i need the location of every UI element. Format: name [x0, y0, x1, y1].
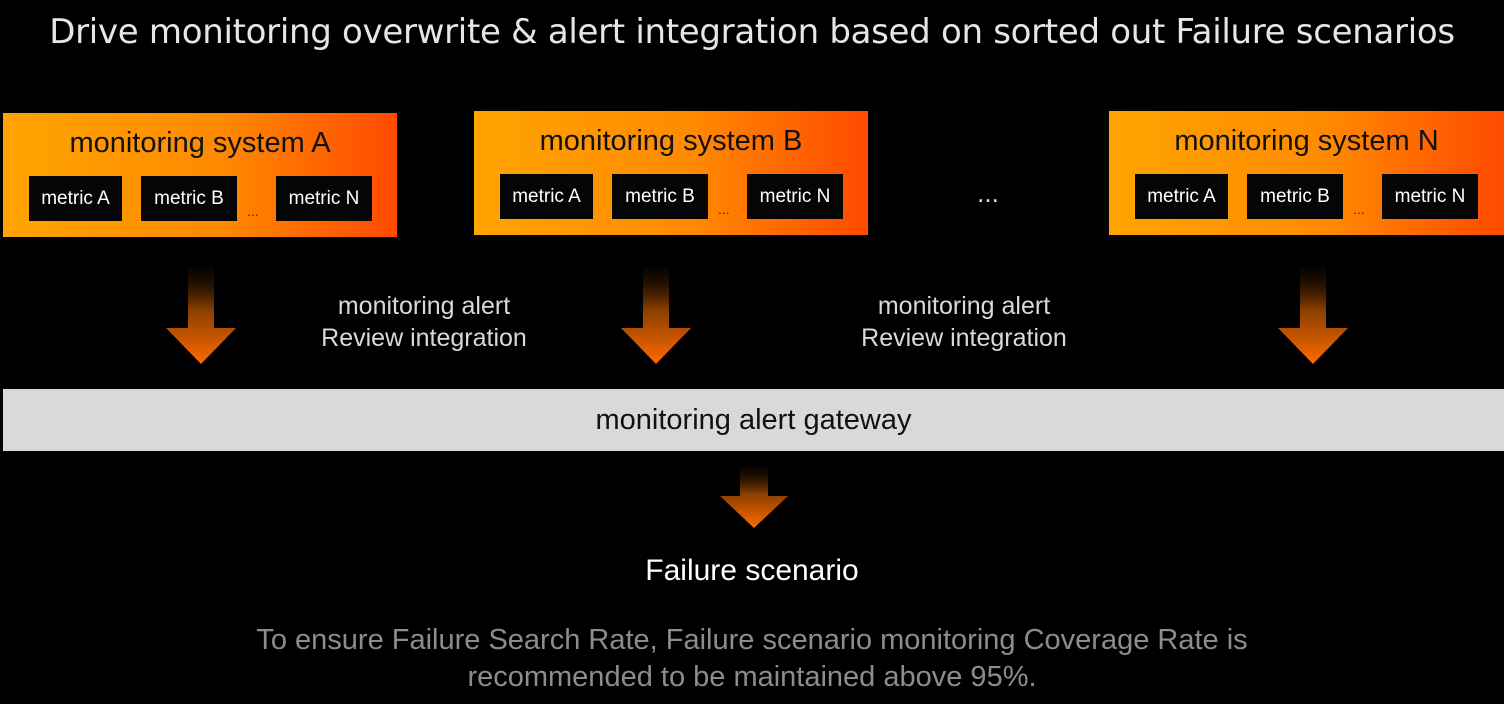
integration-label-line: monitoring alert [877, 292, 1051, 320]
metric-box: metric B [1247, 174, 1343, 219]
system-title: monitoring system N [1174, 125, 1439, 157]
down-arrow-icon [621, 266, 691, 364]
metric-box: metric A [500, 174, 593, 219]
system-title: monitoring system B [539, 125, 803, 157]
down-arrow-icon [720, 466, 788, 528]
integration-label: monitoring alert Review integration [274, 290, 574, 354]
integration-label-line: Review integration [861, 324, 1067, 352]
metric-box: metric A [29, 176, 122, 221]
integration-label-line: Review integration [321, 324, 527, 352]
integration-label-line: monitoring alert [337, 292, 511, 320]
coverage-note-line: To ensure Failure Search Rate, Failure s… [256, 624, 1248, 656]
monitoring-system-n: monitoring system N metric A metric B ..… [1109, 111, 1504, 235]
more-systems-ellipsis: ... [977, 178, 999, 208]
metric-ellipsis: ... [1353, 201, 1365, 217]
metric-ellipsis: ... [718, 201, 730, 217]
metric-box: metric B [612, 174, 708, 219]
coverage-note-line: recommended to be maintained above 95%. [467, 661, 1037, 693]
down-arrow-icon [166, 266, 236, 364]
failure-scenario-label: Failure scenario [645, 554, 859, 587]
down-arrow-icon [1278, 266, 1348, 364]
integration-label: monitoring alert Review integration [814, 290, 1114, 354]
metric-box: metric B [141, 176, 237, 221]
diagram-title: Drive monitoring overwrite & alert integ… [49, 12, 1455, 52]
monitoring-system-b: monitoring system B metric A metric B ..… [474, 111, 868, 235]
metric-ellipsis: ... [247, 203, 259, 219]
metric-box: metric N [276, 176, 372, 221]
metric-box: metric N [1382, 174, 1478, 219]
alert-gateway-bar: monitoring alert gateway [3, 389, 1504, 451]
system-title: monitoring system A [69, 127, 331, 159]
metric-box: metric A [1135, 174, 1228, 219]
monitoring-system-a: monitoring system A metric A metric B ..… [3, 113, 397, 237]
coverage-note: To ensure Failure Search Rate, Failure s… [0, 622, 1504, 696]
metric-box: metric N [747, 174, 843, 219]
